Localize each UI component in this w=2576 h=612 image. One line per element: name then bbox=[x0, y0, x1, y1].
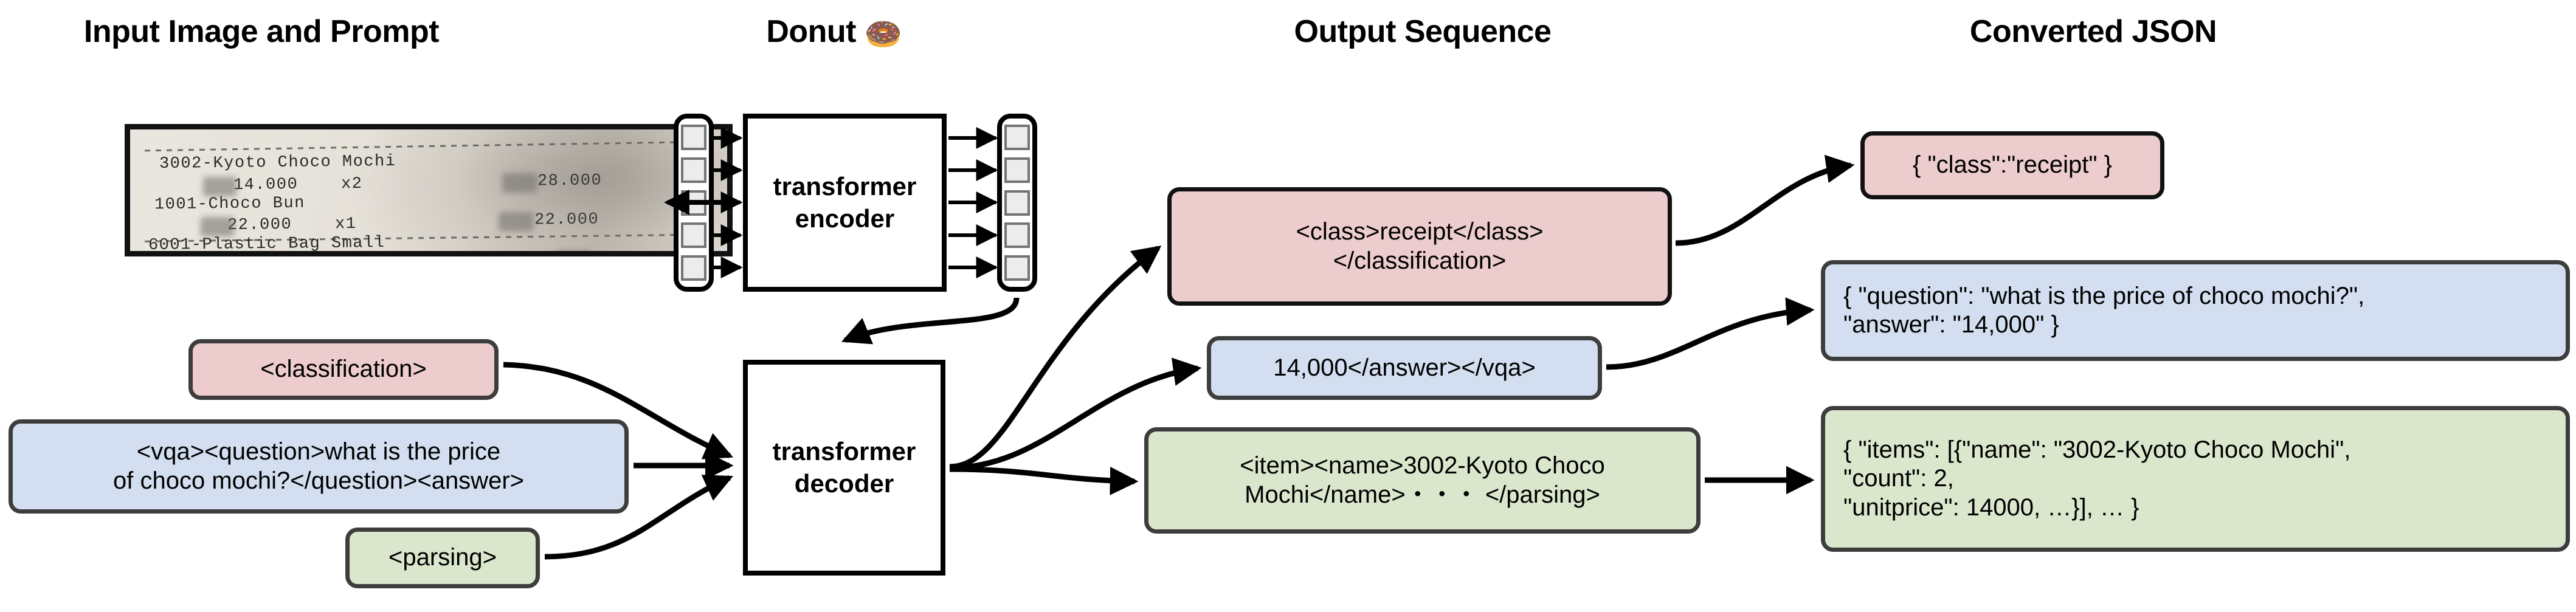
transformer-encoder-label: transformer encoder bbox=[773, 172, 917, 233]
output-label: <item><name>3002-Kyoto Choco Mochi</name… bbox=[1240, 452, 1605, 508]
token-square bbox=[1004, 255, 1030, 281]
receipt-line: 14.000 x2 bbox=[233, 174, 363, 195]
token-square bbox=[681, 255, 706, 281]
edge-decoder-to-output-classification bbox=[949, 246, 1162, 470]
output-vqa[interactable]: 14,000</answer></vqa> bbox=[1207, 336, 1602, 400]
receipt-line: 22.000 x1 bbox=[227, 215, 357, 235]
donut-icon: 🍩 bbox=[864, 17, 902, 51]
receipt-line: 0 x1 bbox=[278, 254, 364, 256]
header-donut: Donut 🍩 bbox=[766, 13, 902, 52]
prompt-classification[interactable]: <classification> bbox=[188, 339, 499, 400]
json-vqa[interactable]: { "question": "what is the price of choc… bbox=[1821, 260, 2570, 361]
edge-encoder-to-decoder bbox=[841, 297, 1020, 345]
token-square bbox=[1004, 190, 1030, 216]
header-label: Input Image and Prompt bbox=[83, 14, 440, 49]
prompt-parsing[interactable]: <parsing> bbox=[345, 528, 540, 588]
receipt-redaction bbox=[556, 251, 591, 256]
json-parsing[interactable]: { "items": [{"name": "3002-Kyoto Choco M… bbox=[1821, 406, 2570, 552]
receipt-line: 22.000 bbox=[534, 210, 599, 230]
token-square bbox=[681, 157, 706, 183]
header-label: Donut bbox=[766, 14, 865, 49]
receipt-redaction bbox=[203, 177, 237, 196]
prompt-label: <parsing> bbox=[388, 544, 497, 571]
receipt-redaction bbox=[499, 212, 534, 232]
receipt-line: 6001-Plastic Bag Small bbox=[148, 233, 385, 255]
header-label: Output Sequence bbox=[1294, 14, 1552, 49]
encoder-input-token-column bbox=[674, 114, 714, 292]
edge-output-to-json-classification bbox=[1675, 154, 1855, 246]
output-classification[interactable]: <class>receipt</class> </classification> bbox=[1167, 187, 1672, 306]
json-label: { "class":"receipt" } bbox=[1912, 151, 2113, 179]
token-square bbox=[1004, 157, 1030, 183]
header-label: Converted JSON bbox=[1969, 14, 2217, 49]
output-label: <class>receipt</class> </classification> bbox=[1296, 218, 1544, 274]
encoder-output-token-column bbox=[997, 114, 1037, 292]
token-square bbox=[1004, 125, 1030, 150]
receipt-photo: 3002-Kyoto Choco Mochi 14.000 x2 28.000 … bbox=[125, 124, 733, 256]
edge-decoder-to-output-parsing bbox=[949, 466, 1139, 495]
prompt-label: <classification> bbox=[260, 356, 427, 383]
header-output-sequence: Output Sequence bbox=[1294, 13, 1552, 50]
edge-output-to-json-vqa bbox=[1606, 297, 1815, 370]
json-label: { "items": [{"name": "3002-Kyoto Choco M… bbox=[1843, 436, 2351, 521]
header-converted-json: Converted JSON bbox=[1970, 13, 2217, 50]
receipt-redaction bbox=[502, 173, 537, 193]
receipt-redaction bbox=[201, 217, 234, 236]
transformer-decoder-label: transformer decoder bbox=[772, 437, 916, 498]
token-square bbox=[681, 222, 706, 249]
transformer-decoder: transformer decoder bbox=[743, 360, 945, 576]
receipt-line: 0 bbox=[599, 250, 610, 251]
receipt-line: 28.000 bbox=[537, 171, 603, 191]
json-label: { "question": "what is the price of choc… bbox=[1843, 282, 2365, 338]
token-square bbox=[1004, 222, 1030, 249]
output-parsing[interactable]: <item><name>3002-Kyoto Choco Mochi</name… bbox=[1144, 427, 1701, 534]
transformer-encoder: transformer encoder bbox=[743, 114, 947, 292]
output-label: 14,000</answer></vqa> bbox=[1273, 354, 1536, 381]
token-square bbox=[681, 125, 706, 150]
receipt-line: 3002-Kyoto Choco Mochi bbox=[159, 152, 396, 174]
receipt-line: 1001-Choco Bun bbox=[154, 194, 305, 215]
prompt-vqa[interactable]: <vqa><question>what is the price of choc… bbox=[9, 419, 629, 514]
token-square bbox=[681, 190, 706, 216]
prompt-label: <vqa><question>what is the price of choc… bbox=[113, 438, 524, 494]
json-classification[interactable]: { "class":"receipt" } bbox=[1860, 131, 2164, 199]
header-input-image-and-prompt: Input Image and Prompt bbox=[83, 13, 440, 50]
